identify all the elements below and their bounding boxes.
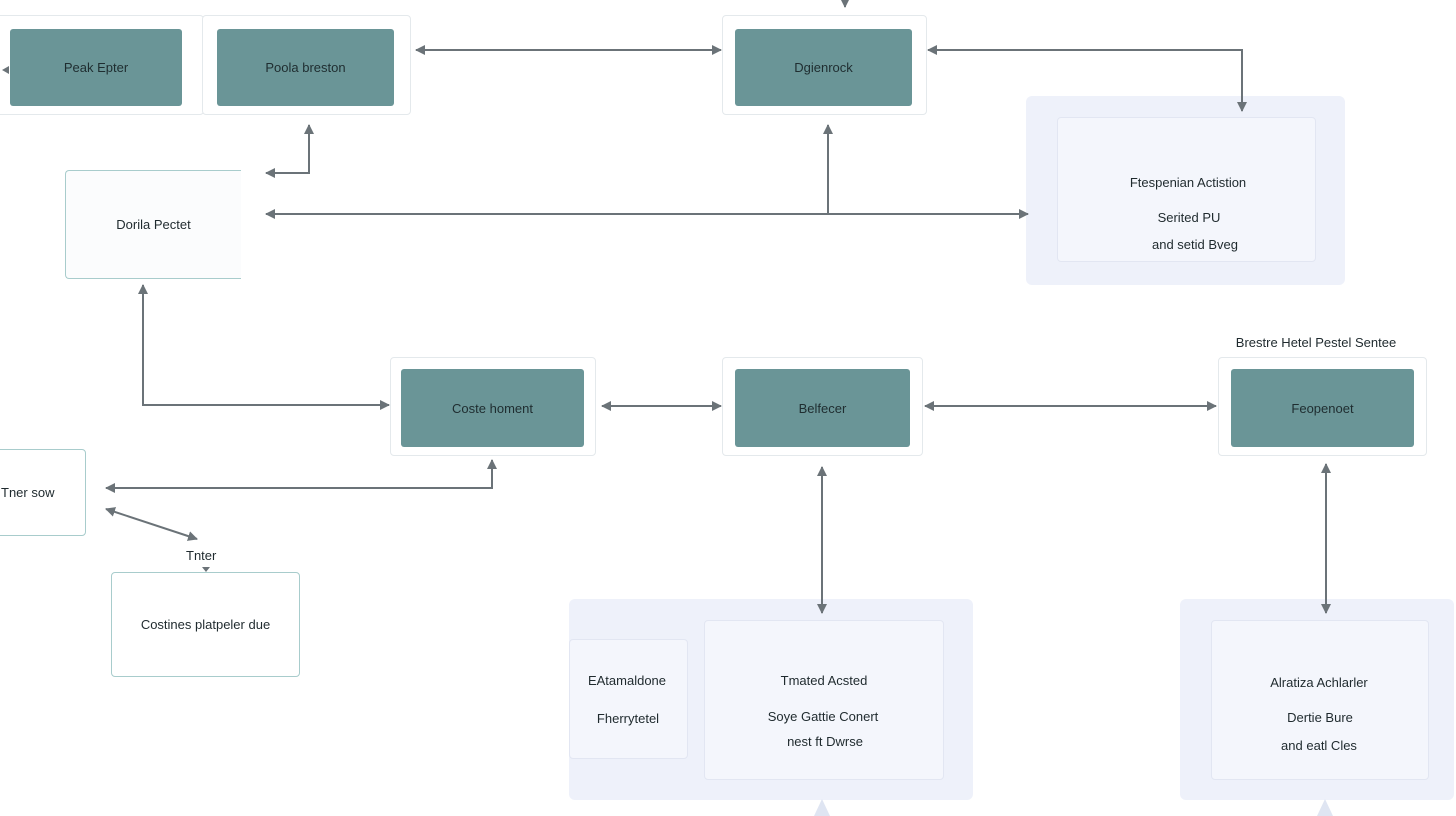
arrow-dorila-coste [138,284,390,410]
label-tnter: Tnter [186,548,217,563]
node-tner-sow[interactable]: Tner sow [0,449,86,536]
middle-panel-title: Tmated Acsted [780,673,868,688]
response-panel-line3: and setid Bveg [1151,237,1239,252]
middle-panel-line3: nest ft Dwrse [787,734,863,749]
node-coste-homent[interactable]: Coste homent [401,369,584,447]
middle-panel-left-card [569,639,688,759]
arrow-tnter-down [202,567,210,572]
middle-panel-left-line1: EAtamaldone [587,673,667,688]
right-panel-line3: and eatl Cles [1281,738,1357,753]
right-panel-inner [1211,620,1429,780]
arrow-dorila-pools [265,124,314,178]
arrow-peak-left [2,66,9,74]
triangle-middle-bottom [814,799,830,816]
node-peak-epter[interactable]: Peak Epter [10,29,182,106]
response-panel-line2: Serited PU [1157,210,1221,225]
response-panel-inner [1057,117,1316,262]
arrow-tner-tnter [105,507,198,541]
node-belfecer[interactable]: Belfecer [735,369,910,447]
middle-panel-line2: Soye Gattie Conert [767,709,879,724]
right-panel-title: Alratiza Achlarler [1270,675,1368,690]
right-panel-line2: Dertie Bure [1287,710,1353,725]
node-dorila-pectet[interactable]: Dorila Pectet [65,170,241,279]
triangle-right-bottom [1317,799,1333,816]
node-feopenoet[interactable]: Feopenoet [1231,369,1414,447]
response-panel-title: Ftespenian Actistion [1129,175,1247,190]
middle-panel-main-card [704,620,944,780]
label-top-right-caption: Brestre Hetel Pestel Sentee [1235,335,1397,350]
middle-panel-left-line2: Fherrytetel [596,711,660,726]
node-dgenrock[interactable]: Dgienrock [735,29,912,106]
arrow-dgenrock-response [927,45,1247,112]
arrow-tner-coste [105,459,497,493]
node-costimes-box[interactable]: Costines platpeler due [111,572,300,677]
node-pools-breston[interactable]: Poola breston [217,29,394,106]
